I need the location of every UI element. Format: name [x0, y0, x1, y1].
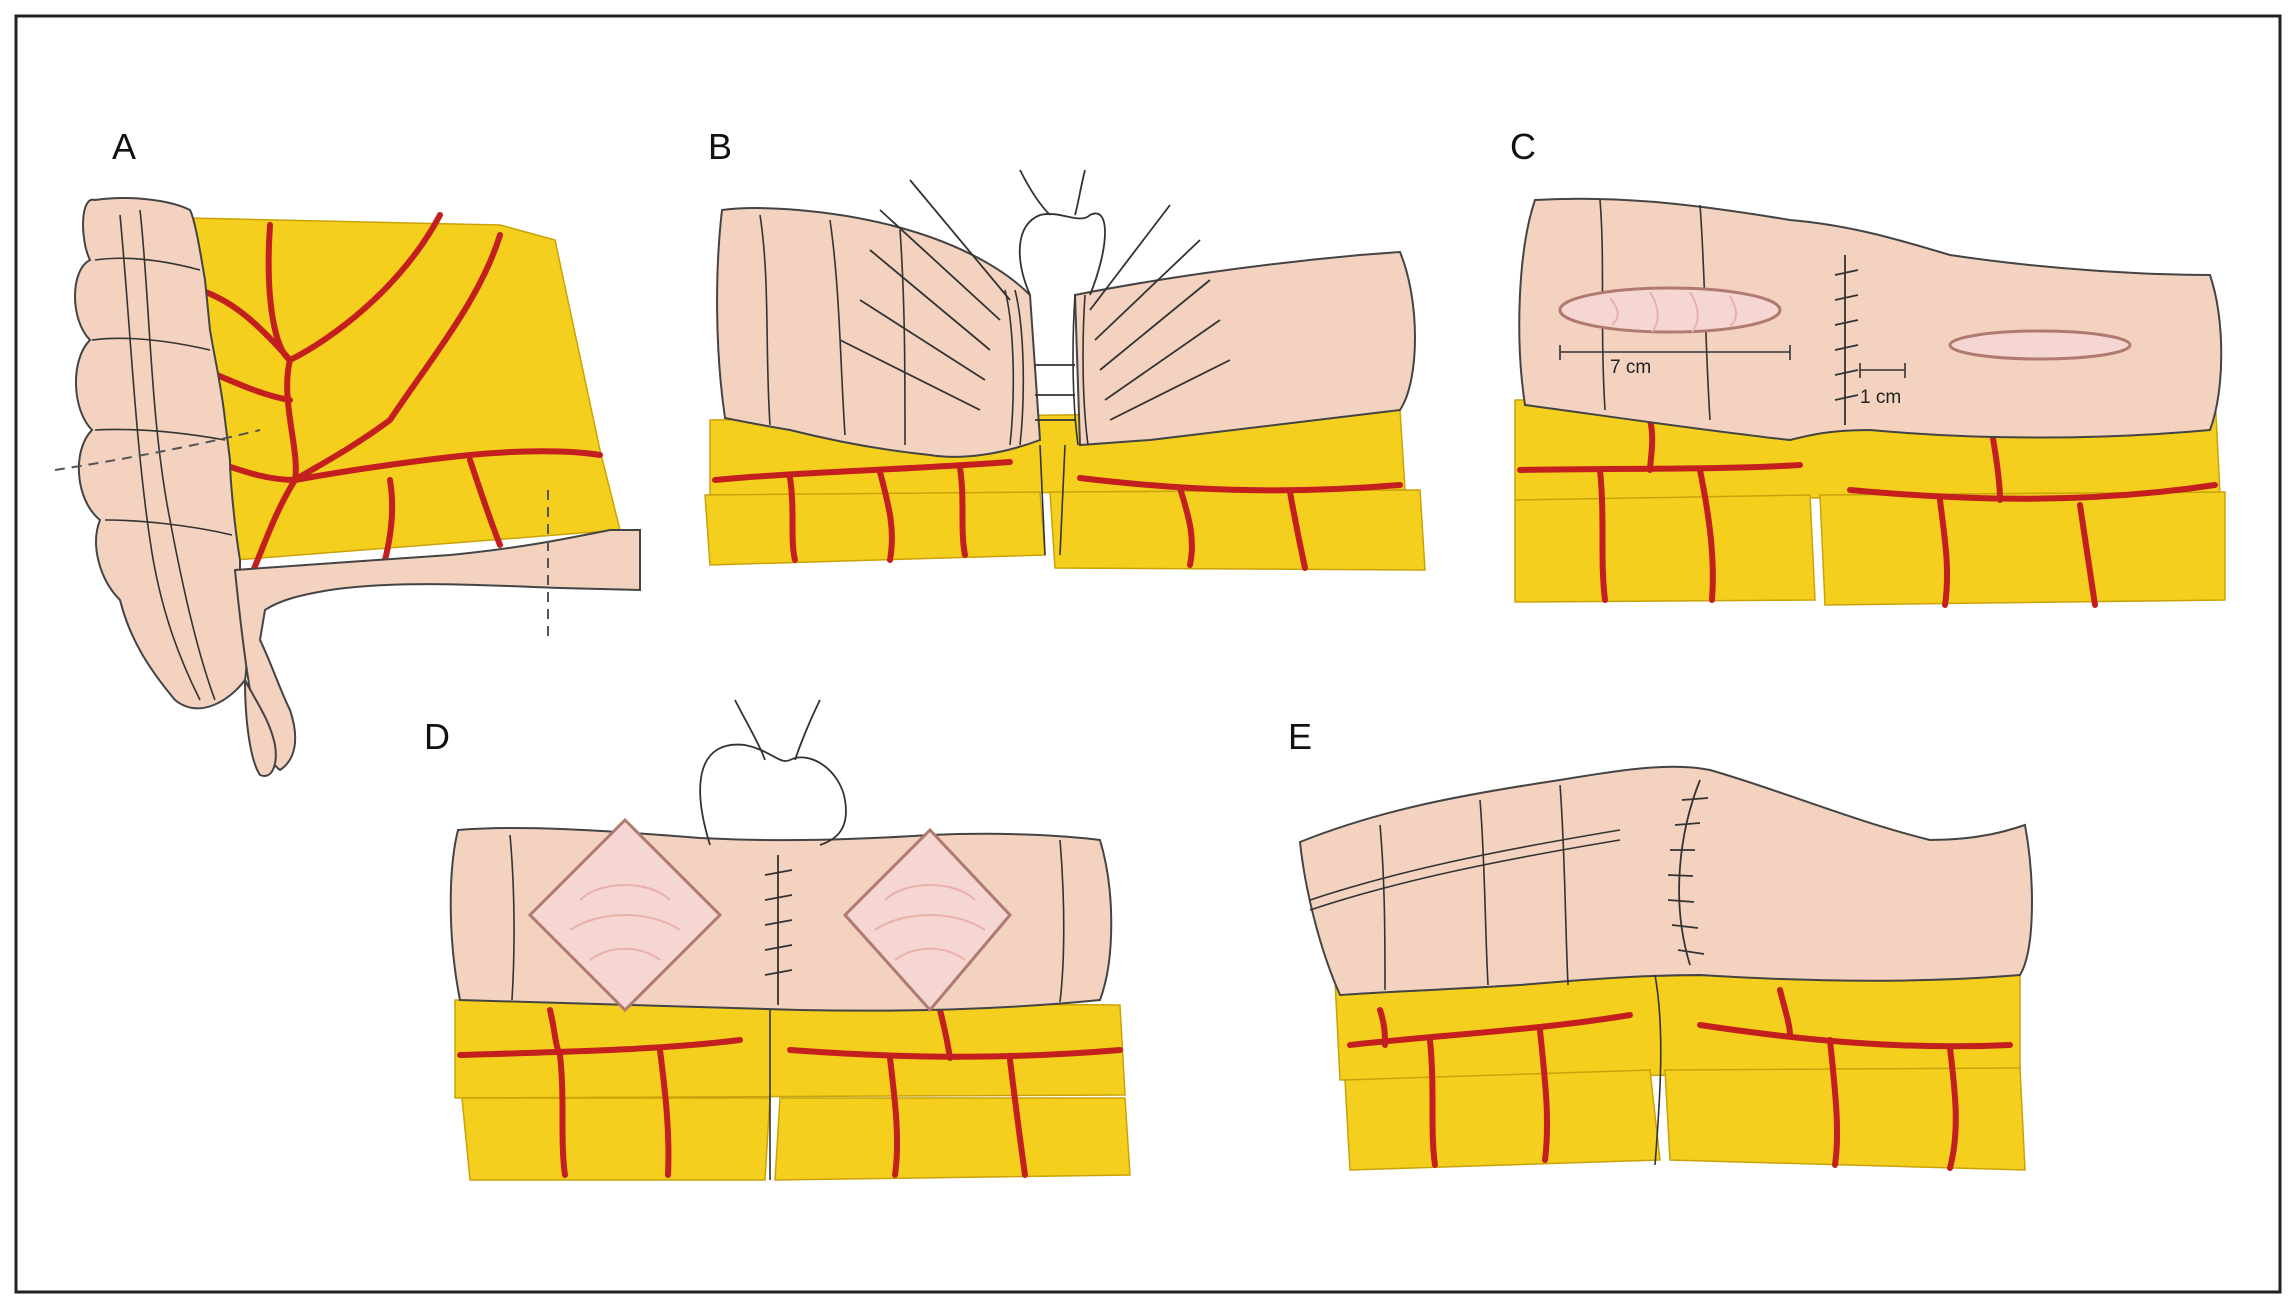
- panel-b-vessel-drops: [787, 465, 1308, 571]
- panel-d-vessel-arcade-left: [457, 1037, 743, 1058]
- panel-c-measure-1cm: [1859, 363, 1906, 378]
- panel-c-margin-length: 1 cm: [1860, 387, 1901, 408]
- panel-c-mesentery-lower: [1514, 494, 1816, 603]
- panel-c-vessel-drops: [1597, 417, 2098, 608]
- panel-a-vessel-trunk: [237, 212, 443, 603]
- panel-d-mesentery-lower: [461, 1097, 771, 1181]
- panel-b-bowel-left-haustra: [759, 214, 906, 446]
- panel-c-incision-short: [1948, 329, 2132, 361]
- panel-b-drawing: [704, 169, 1426, 571]
- panel-e-drawing: [1298, 765, 2033, 1171]
- panel-c-incision-long: [1558, 286, 1782, 334]
- panel-b-vessel-arcade-left: [712, 459, 1013, 483]
- panel-b-mesentery-cleft: [1039, 444, 1066, 556]
- panel-e-mesentery-cleft: [1654, 974, 1662, 1166]
- figure-frame: [14, 14, 2282, 1294]
- panel-a-vessel-arcade: [292, 448, 603, 483]
- panel-b-stump-right: [1072, 294, 1089, 446]
- panel-d-needle-tips: [734, 699, 821, 761]
- panel-a-haustra: [91, 257, 233, 536]
- panel-d-mesentery-lower-right: [774, 1097, 1131, 1181]
- panel-a-vessel-minor-5: [467, 457, 503, 548]
- panel-d-diamond-left-stripes: [569, 884, 681, 961]
- panel-d-vessel-drops: [547, 1007, 1028, 1178]
- panel-e-anastomosis-sutures: [1667, 779, 1709, 966]
- panel-a-label: A: [112, 126, 137, 167]
- panel-b-bowel-left: [716, 207, 1042, 458]
- panel-b-posterior-sutures: [1035, 364, 1075, 421]
- panel-b-mesentery-lower-right: [1049, 489, 1426, 571]
- panel-b-stump-left: [1004, 289, 1025, 446]
- panel-b-stay-sutures-right: [1089, 204, 1231, 421]
- panel-d-label: D: [424, 716, 450, 757]
- panel-b-bowel-right: [1073, 250, 1416, 447]
- panel-c-label: C: [1510, 126, 1536, 167]
- panel-a-appendix: [244, 679, 277, 777]
- panel-a-vessel-branch-1: [292, 232, 503, 483]
- panel-b-vessel-arcade-right: [1077, 475, 1403, 494]
- panel-c-incision-length: 7 cm: [1610, 357, 1651, 378]
- panel-a-resection-line-horizontal: [54, 429, 261, 471]
- panel-c-incision-long-stripes: [1609, 291, 1737, 333]
- panel-d-diamond-right-stripes: [874, 884, 986, 961]
- panel-a-colon: [74, 197, 248, 710]
- panel-e-bowel: [1298, 765, 2033, 997]
- panel-c-vessel-arcade-left: [1517, 462, 1803, 473]
- panel-c-bowel: [1518, 197, 2223, 442]
- panel-a-drawing: [54, 197, 641, 777]
- panel-b-mesentery-lower: [704, 491, 1046, 566]
- panel-e-haustra: [1379, 784, 1569, 991]
- panel-b-suture-loop: [1018, 212, 1106, 296]
- panel-c-anastomosis-sutures: [1834, 255, 1859, 425]
- panel-e-vessel-arcade-right: [1697, 1022, 2013, 1050]
- panel-d-suture-loop: [699, 743, 847, 846]
- panel-e-label: E: [1288, 716, 1313, 757]
- panel-c-measure-7cm: [1559, 345, 1791, 360]
- panel-c-drawing: 7 cm 1 cm: [1514, 197, 2226, 608]
- panel-a-taenia-2: [119, 214, 201, 701]
- panel-b-needle-tips: [1019, 169, 1086, 216]
- panel-e-mesentery-lower-right: [1664, 1067, 2026, 1171]
- panel-e-taenia: [1309, 829, 1621, 911]
- panel-e-mesentery-lower: [1344, 1069, 1661, 1171]
- panel-b-label: B: [708, 126, 733, 167]
- panel-a-taenia-1: [139, 209, 216, 701]
- panel-c-mesentery-lower-right: [1819, 491, 2226, 606]
- panel-a-vessel-minor-1: [197, 287, 293, 363]
- panel-d-diamond-right: [842, 827, 1013, 1013]
- panel-a-vessel-minor-4: [382, 477, 396, 563]
- panel-b-stay-sutures-left: [839, 179, 1011, 411]
- panel-e-vessel-drops: [1377, 987, 1959, 1171]
- panel-c-vessel-arcade-right: [1847, 482, 2218, 502]
- panel-d-anastomosis-sutures: [764, 855, 793, 1005]
- panel-d-drawing: [449, 699, 1131, 1181]
- panel-d-haustra: [509, 834, 1065, 1003]
